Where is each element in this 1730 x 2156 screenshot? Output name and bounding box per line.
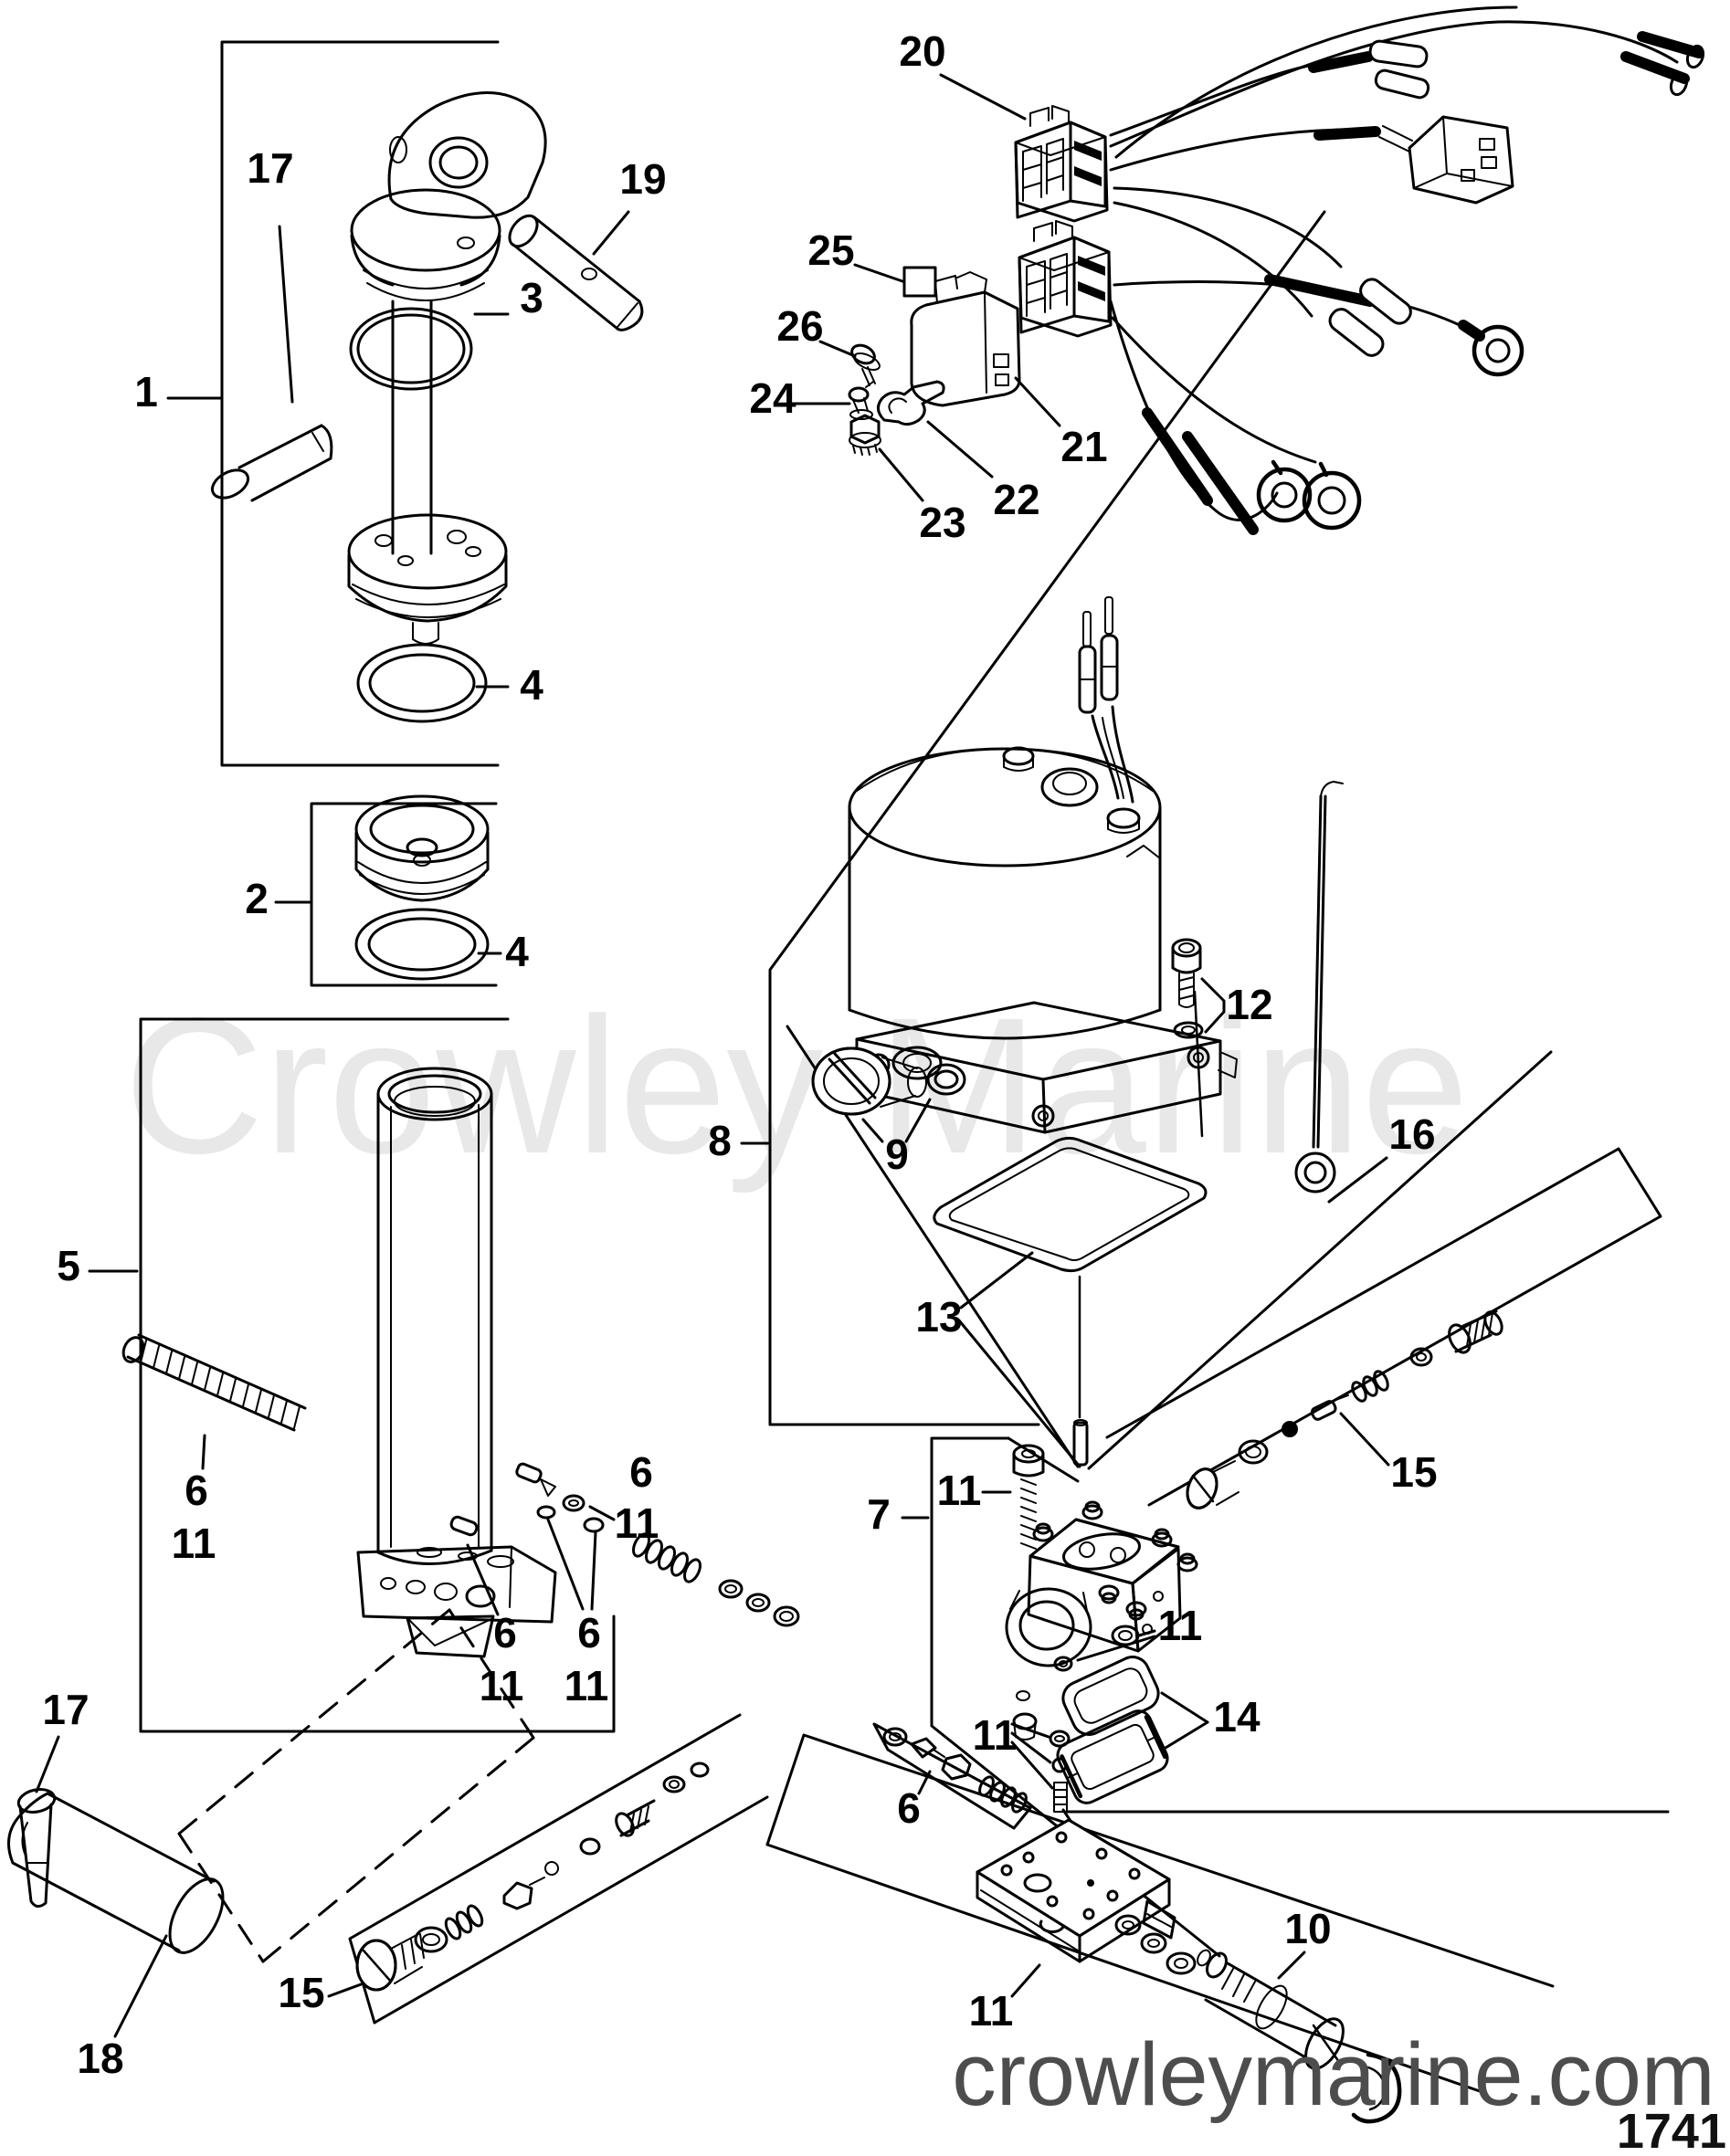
callout-23: 23 xyxy=(919,499,965,546)
threaded-insert xyxy=(615,1799,656,1837)
valve-10 xyxy=(1114,1914,1402,2124)
callout-10: 10 xyxy=(1284,1905,1331,1952)
bolt-17-top xyxy=(210,424,333,502)
motor-lead-terminals xyxy=(1078,596,1119,714)
callout-9: 9 xyxy=(885,1131,909,1178)
callout-26: 26 xyxy=(776,302,823,350)
bolt-17-bottom xyxy=(16,1788,57,1908)
callout-labels: 1 17 3 19 4 2 4 5 6 11 6 11 6 11 6 11 20… xyxy=(42,27,1437,2082)
valve-kit-15-lower xyxy=(355,1762,710,1992)
connector-3pin xyxy=(1378,115,1514,205)
callout-11h: 11 xyxy=(969,1987,1014,2035)
assembly-axis xyxy=(1072,990,1204,1467)
callout-6c: 6 xyxy=(493,1609,517,1656)
motor-8 xyxy=(848,596,1238,1134)
fuse-25 xyxy=(902,266,937,298)
callout-7: 7 xyxy=(867,1490,891,1538)
leader-lines xyxy=(35,73,1390,2038)
callout-11f: 11 xyxy=(1158,1602,1203,1649)
bolt-12 xyxy=(1171,938,1204,1039)
nut-23 xyxy=(849,414,881,456)
callout-15a: 15 xyxy=(1390,1448,1437,1496)
callout-6b: 6 xyxy=(629,1448,653,1496)
callout-2: 2 xyxy=(245,875,269,922)
connector-block-lower xyxy=(1018,220,1113,338)
callout-11d: 11 xyxy=(564,1662,609,1709)
callout-17b: 17 xyxy=(42,1686,89,1733)
callout-8: 8 xyxy=(708,1117,732,1164)
manifold-7 xyxy=(1005,1444,1198,1701)
fork-terminal-22 xyxy=(877,380,945,426)
part1-trim-rod-assembly xyxy=(210,91,644,723)
callout-22: 22 xyxy=(993,476,1039,523)
callout-5: 5 xyxy=(57,1242,80,1289)
callout-6a: 6 xyxy=(185,1467,208,1514)
gaskets-14 xyxy=(1012,1656,1169,1804)
connector-block-upper xyxy=(1014,105,1109,223)
callout-13: 13 xyxy=(915,1293,962,1341)
part2-end-cap xyxy=(354,794,490,981)
background-watermark: Crowley Marine xyxy=(124,977,1470,1194)
callout-6e: 6 xyxy=(897,1784,921,1832)
relay-21 xyxy=(910,271,1021,407)
callout-16: 16 xyxy=(1388,1110,1435,1158)
callout-24: 24 xyxy=(749,374,796,422)
callout-19: 19 xyxy=(619,155,666,203)
callout-14: 14 xyxy=(1213,1693,1261,1741)
callout-25: 25 xyxy=(807,226,854,274)
callout-1: 1 xyxy=(134,368,158,415)
gasket-13 xyxy=(933,1136,1208,1273)
bolt-24 xyxy=(848,386,873,420)
callout-4b: 4 xyxy=(505,928,529,975)
valve-kit-15-upper xyxy=(1186,1309,1503,1509)
ring-terminals xyxy=(1256,320,1524,531)
callout-4a: 4 xyxy=(520,661,543,709)
callout-17a: 17 xyxy=(247,144,293,192)
callout-3: 3 xyxy=(520,274,543,321)
callout-11e: 11 xyxy=(937,1467,982,1514)
callout-18: 18 xyxy=(77,2035,123,2082)
spring-6 xyxy=(121,1333,307,1432)
callout-20: 20 xyxy=(899,27,945,75)
pin-18 xyxy=(7,1792,225,1954)
dipstick-16 xyxy=(1294,781,1344,1194)
threaded-plug xyxy=(1448,1309,1503,1354)
pin-19 xyxy=(508,214,644,331)
screw-26 xyxy=(850,343,881,388)
callout-11a: 11 xyxy=(172,1520,216,1567)
site-watermark: crowleymarine.com xyxy=(952,2025,1715,2124)
bolt-11 xyxy=(1012,1444,1045,1550)
page-number: 1741 xyxy=(1617,2104,1726,2156)
seal-parts-11 xyxy=(1049,1730,1071,1813)
callout-11b: 11 xyxy=(615,1499,659,1547)
valve-parts-6 xyxy=(882,1727,1028,1814)
callout-6d: 6 xyxy=(577,1609,601,1656)
part5-reservoir xyxy=(121,1067,800,1658)
check-valve-parts xyxy=(449,1462,800,1627)
callout-21: 21 xyxy=(1060,423,1107,470)
callout-11c: 11 xyxy=(480,1662,524,1709)
callout-12: 12 xyxy=(1226,981,1272,1028)
fill-plug-9 xyxy=(811,1046,966,1116)
wiring-harness xyxy=(848,5,1705,535)
callout-15b: 15 xyxy=(278,1969,324,2016)
bullet-terminals xyxy=(1328,39,1705,357)
pump-base-plate xyxy=(976,1818,1176,1963)
callout-11g: 11 xyxy=(973,1711,1018,1759)
